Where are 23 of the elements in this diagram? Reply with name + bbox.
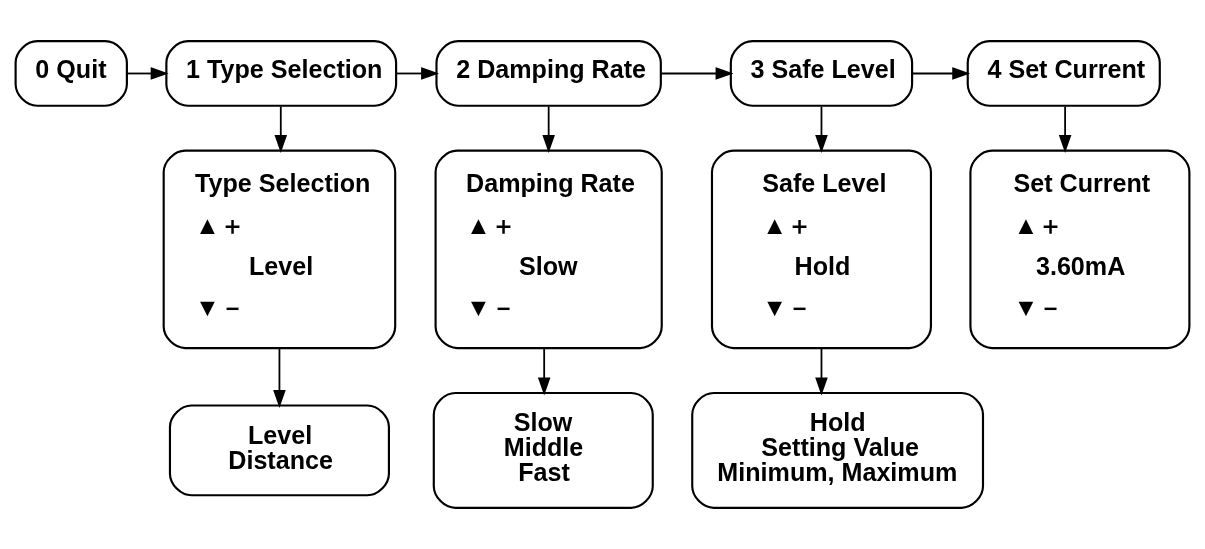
node-box: Type Selection ▲＋ Level ▼－ bbox=[162, 149, 397, 350]
node-box: Safe Level ▲＋ Hold ▼－ bbox=[710, 149, 932, 350]
arrow bbox=[815, 347, 828, 396]
arrow bbox=[1058, 105, 1072, 154]
arrow bbox=[537, 347, 551, 396]
node-box: 3 Safe Level bbox=[729, 40, 914, 107]
node-box: Slow Middle Fast bbox=[432, 391, 654, 509]
node-box: Hold Setting Value Minimum, Maximum bbox=[691, 391, 985, 509]
node-box: 2 Damping Rate bbox=[435, 40, 662, 107]
node-box: Level Distance bbox=[168, 404, 390, 497]
arrow bbox=[815, 105, 828, 154]
arrow bbox=[660, 67, 734, 80]
arrow bbox=[126, 67, 169, 80]
arrow bbox=[273, 347, 286, 409]
node-box: 0 Quit bbox=[14, 40, 128, 107]
arrow bbox=[542, 105, 555, 154]
node-box: Damping Rate ▲＋ Slow ▼－ bbox=[434, 149, 663, 350]
node-box: Set Current ▲＋ 3.60mA ▼－ bbox=[969, 149, 1191, 350]
arrow bbox=[274, 105, 288, 154]
node-box: 4 Set Current bbox=[966, 40, 1161, 107]
arrow bbox=[911, 67, 971, 80]
node-box: 1 Type Selection bbox=[165, 40, 398, 107]
arrow bbox=[395, 67, 440, 80]
